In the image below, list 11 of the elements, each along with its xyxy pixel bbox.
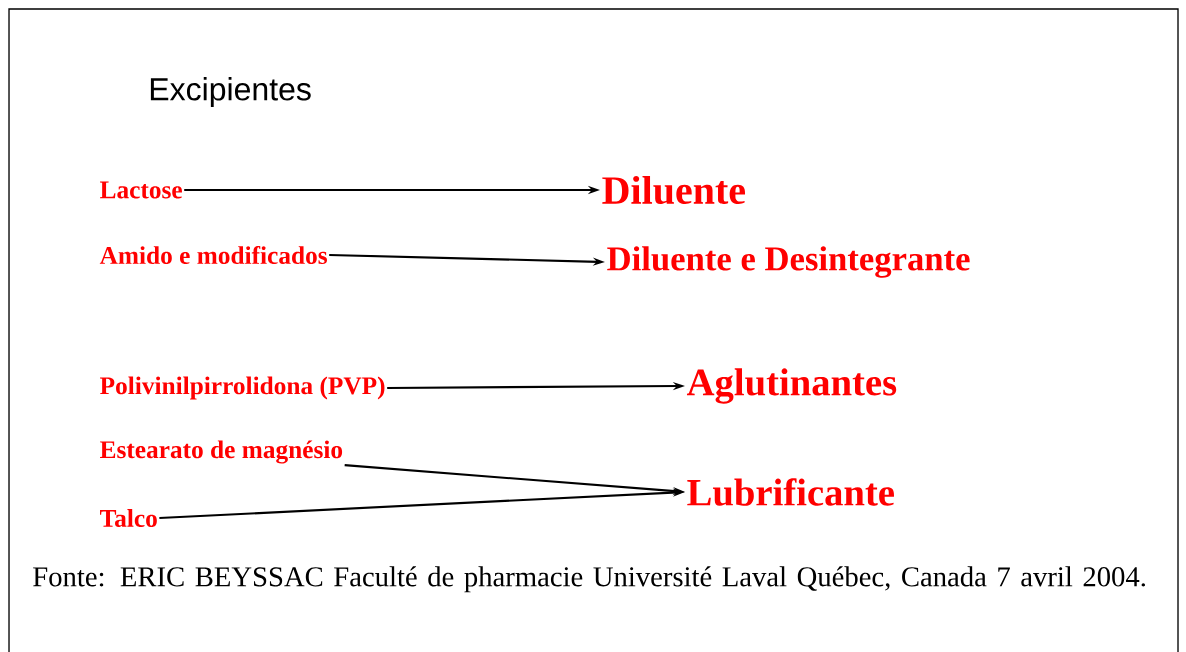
excipient-label: Polivinilpirrolidona (PVP) — [100, 376, 385, 400]
function-label: Aglutinantes — [687, 368, 897, 404]
excipient-label: Lactose — [100, 181, 182, 199]
function-label: Lubrificante — [687, 478, 894, 506]
excipient-label: Amido e modificados — [99, 245, 327, 265]
excipient-label: Estearato de magnésio — [100, 440, 343, 464]
function-label: Diluente e Desintegrante — [607, 246, 970, 278]
slide-title: Excipientes — [150, 77, 311, 107]
excipient-label: Talco — [100, 509, 157, 527]
source-caption: Fonte: ERIC BEYSSAC Faculté de pharmacie Université Laval Québec, Canada 7 avril 2004. — [33, 566, 1145, 593]
function-label: Diluente — [602, 175, 745, 205]
